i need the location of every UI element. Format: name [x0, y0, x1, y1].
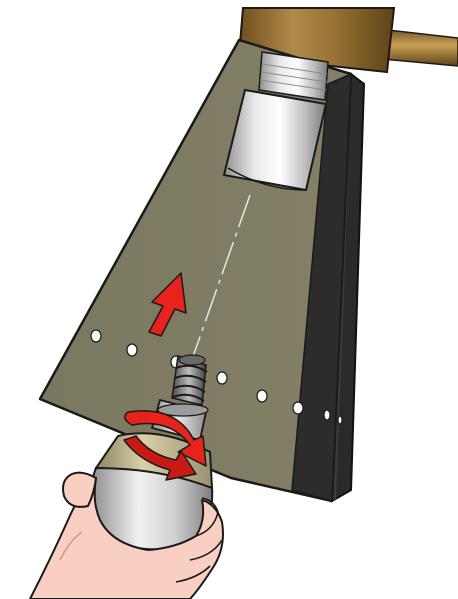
bulb-thread-base	[172, 355, 207, 405]
